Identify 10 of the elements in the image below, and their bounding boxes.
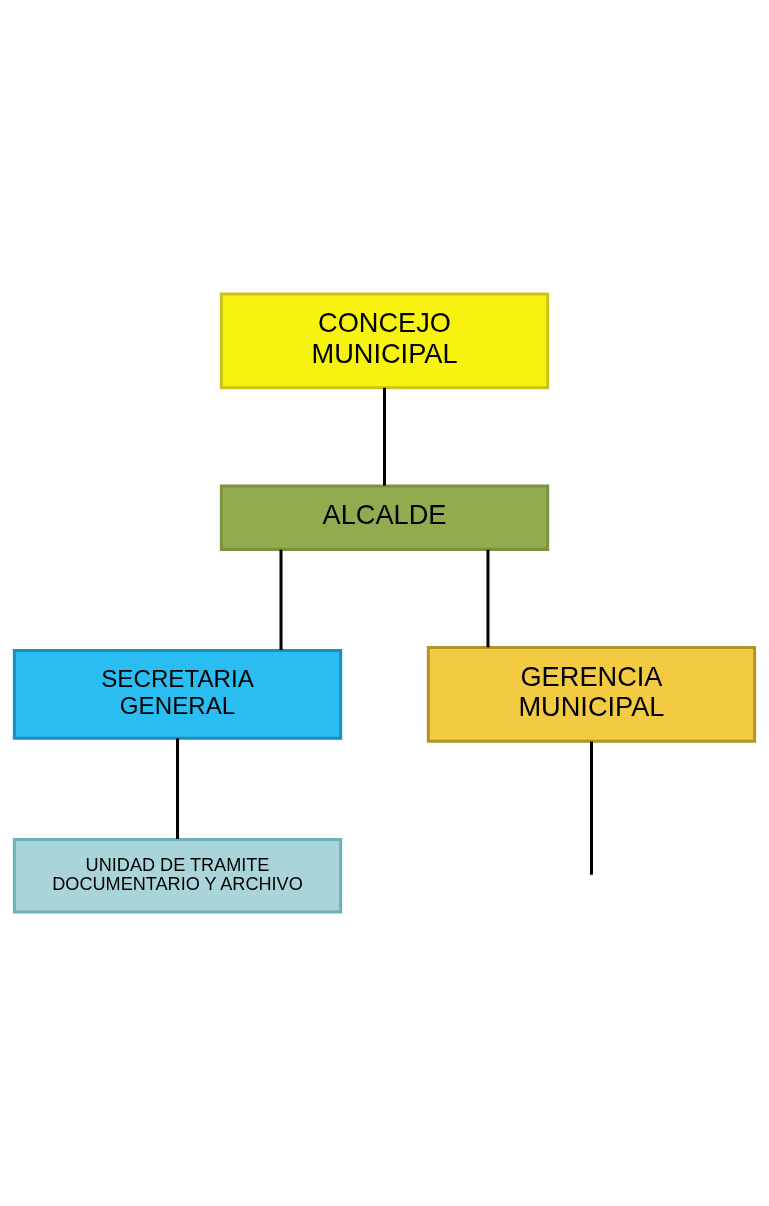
node-box: SECRETARIA GENERAL xyxy=(12,649,343,740)
connector xyxy=(176,738,180,839)
node-box: UNIDAD DE TRAMITE DOCUMENTARIO Y ARCHIVO xyxy=(12,837,343,914)
connector xyxy=(279,549,283,650)
node-box: GERENCIA MUNICIPAL xyxy=(426,646,757,743)
node-box: CONCEJO MUNICIPAL xyxy=(219,292,550,390)
node-box: ALCALDE xyxy=(219,484,550,551)
connector xyxy=(486,549,490,648)
connector xyxy=(383,387,386,486)
connector xyxy=(589,741,593,875)
